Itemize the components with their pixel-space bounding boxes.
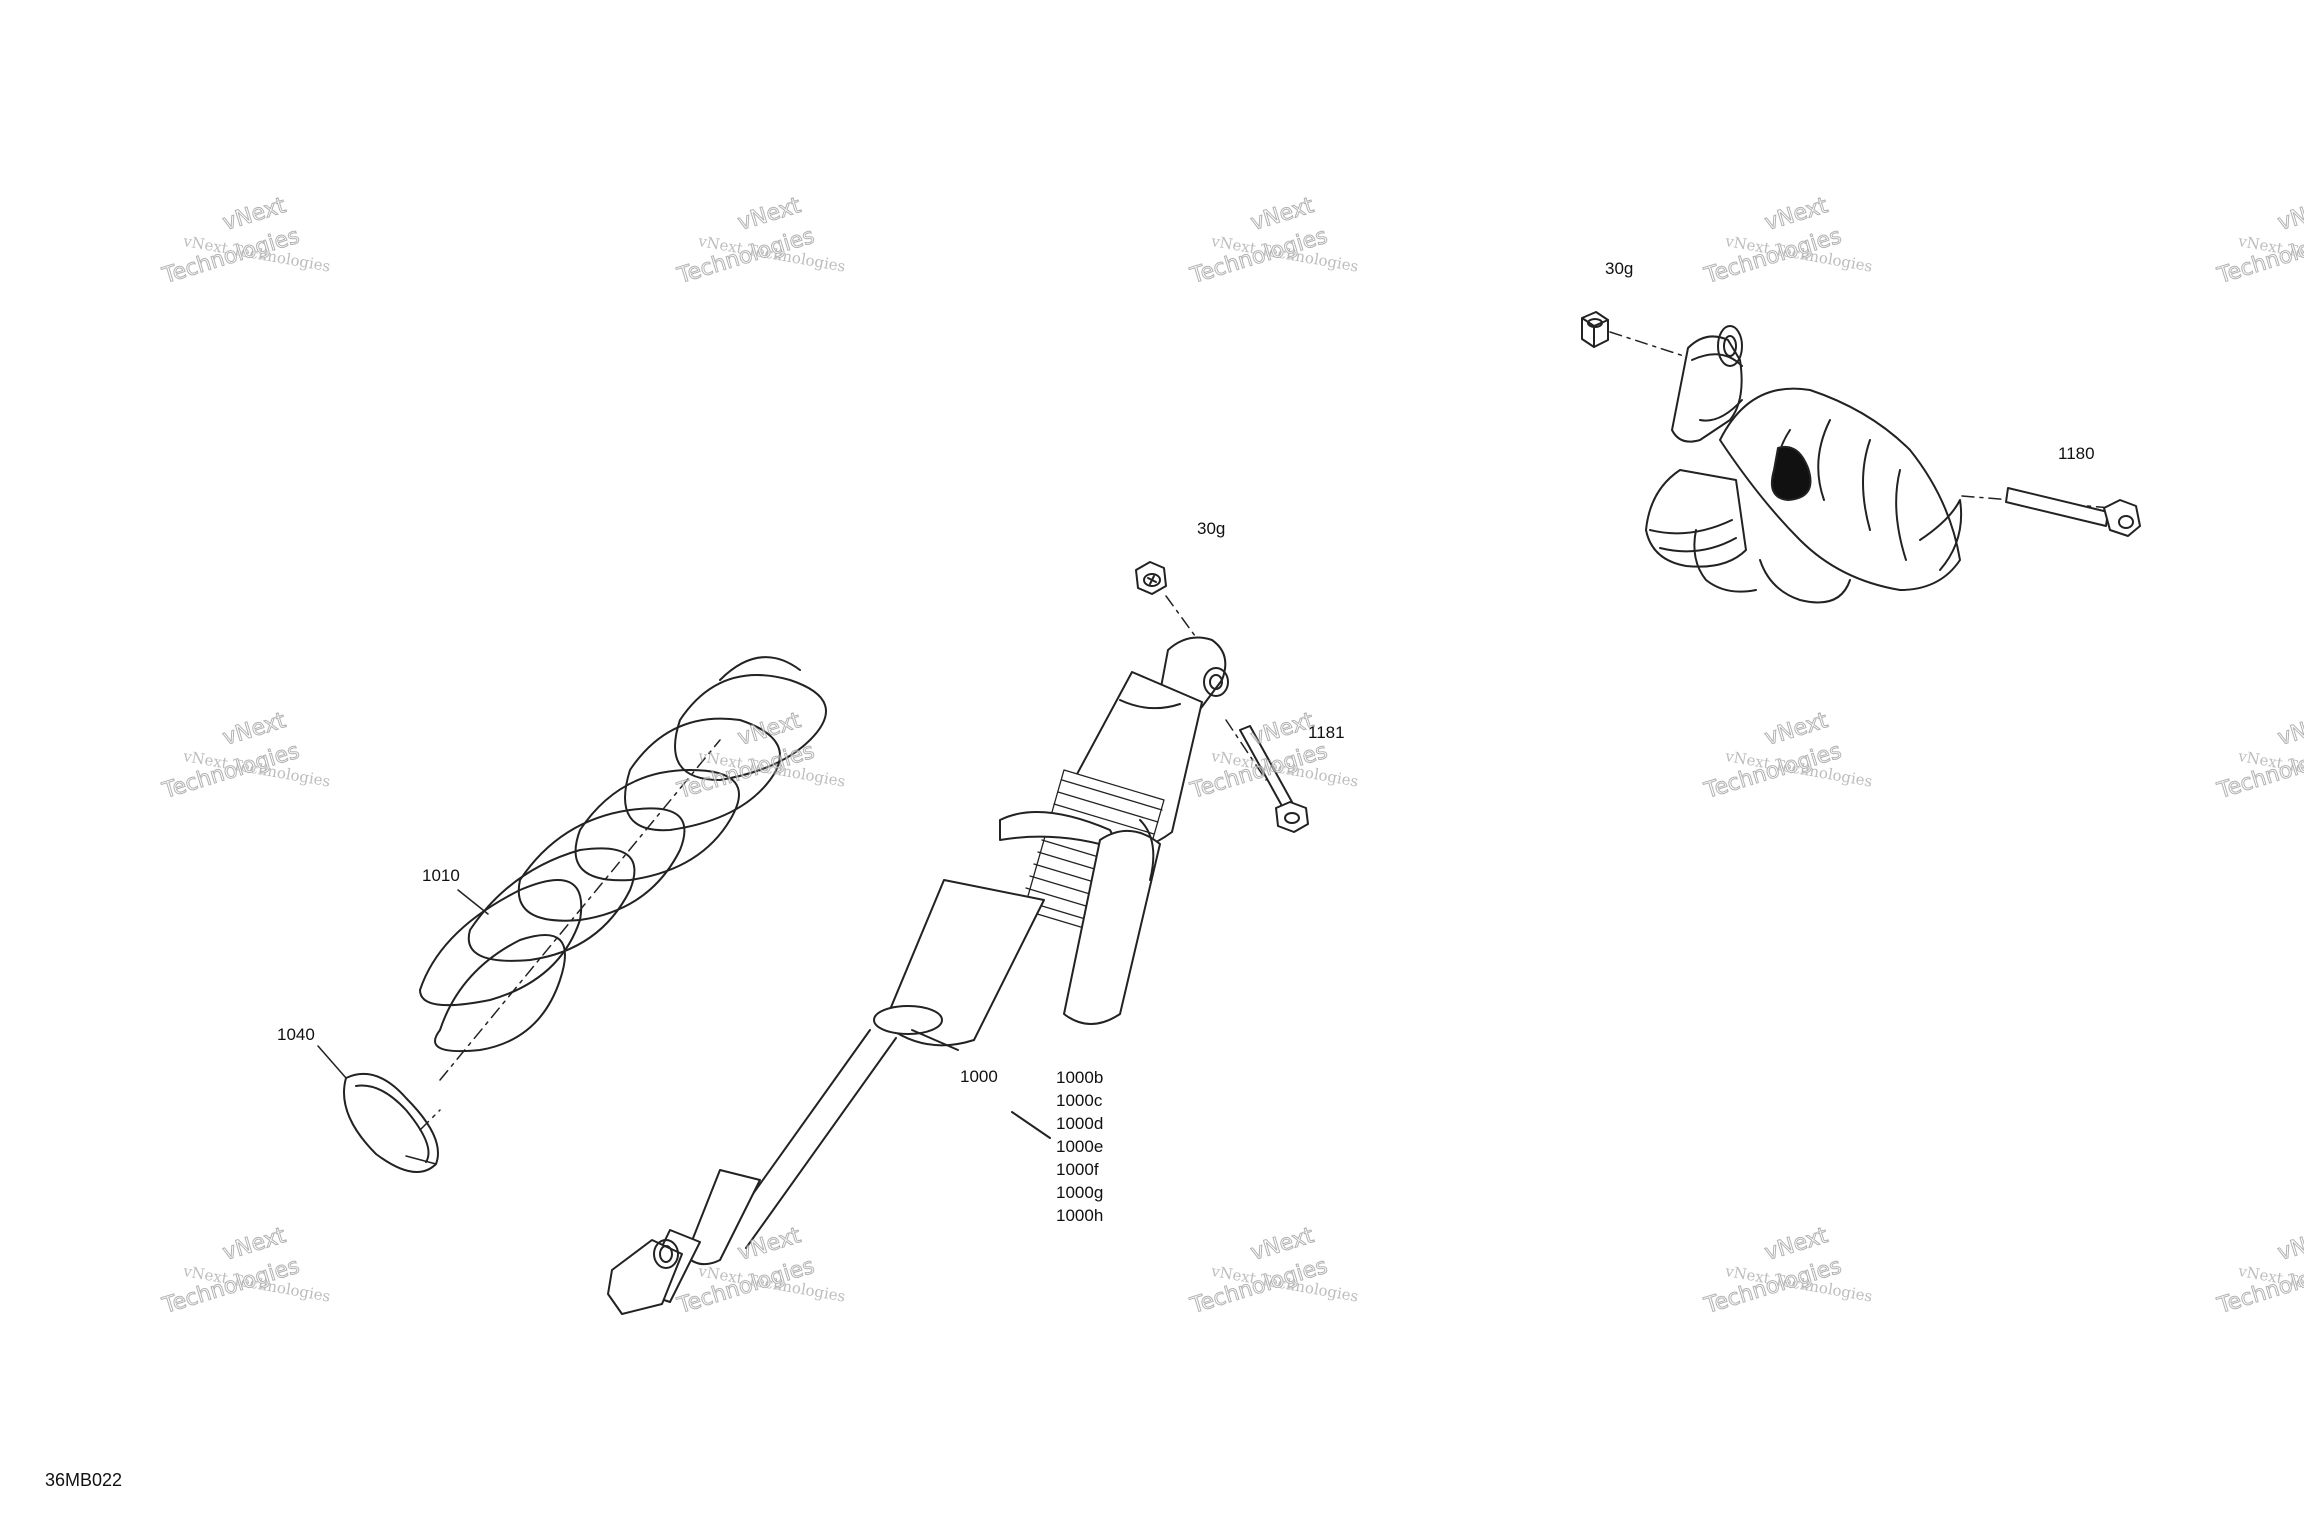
bolt-1180 bbox=[1961, 487, 2141, 537]
callout-1180: 1180 bbox=[2058, 444, 2095, 463]
shock-installed-view bbox=[1581, 311, 2141, 604]
variant-item: 1000h bbox=[1056, 1206, 1104, 1225]
shock-variant-list: 1000b 1000c 1000d 1000e 1000f 1000g 1000… bbox=[1056, 1066, 1103, 1227]
drawing-code: 36MB022 bbox=[45, 1470, 123, 1490]
variant-item: 1000d bbox=[1056, 1114, 1104, 1133]
callout-1010: 1010 bbox=[422, 866, 460, 885]
variant-item: 1000c bbox=[1056, 1091, 1103, 1110]
callout-1040: 1040 bbox=[277, 1025, 315, 1044]
nut-30g-center bbox=[1135, 561, 1167, 595]
callout-1181: 1181 bbox=[1308, 723, 1345, 742]
spring-seat-1040 bbox=[317, 1045, 441, 1173]
nut-30g-top bbox=[1581, 311, 1609, 348]
callout-1000: 1000 bbox=[960, 1067, 998, 1086]
callout-30g-center: 30g bbox=[1197, 519, 1226, 538]
spring-1010 bbox=[419, 656, 827, 1081]
shock-body-top bbox=[1645, 325, 1963, 604]
shock-absorber-1000 bbox=[607, 561, 1309, 1315]
variant-item: 1000g bbox=[1056, 1183, 1104, 1202]
variant-item: 1000f bbox=[1056, 1160, 1099, 1179]
bolt-1181 bbox=[1225, 719, 1309, 833]
variant-item: 1000b bbox=[1056, 1068, 1104, 1087]
callout-30g-top: 30g bbox=[1605, 259, 1634, 278]
variant-item: 1000e bbox=[1056, 1137, 1104, 1156]
